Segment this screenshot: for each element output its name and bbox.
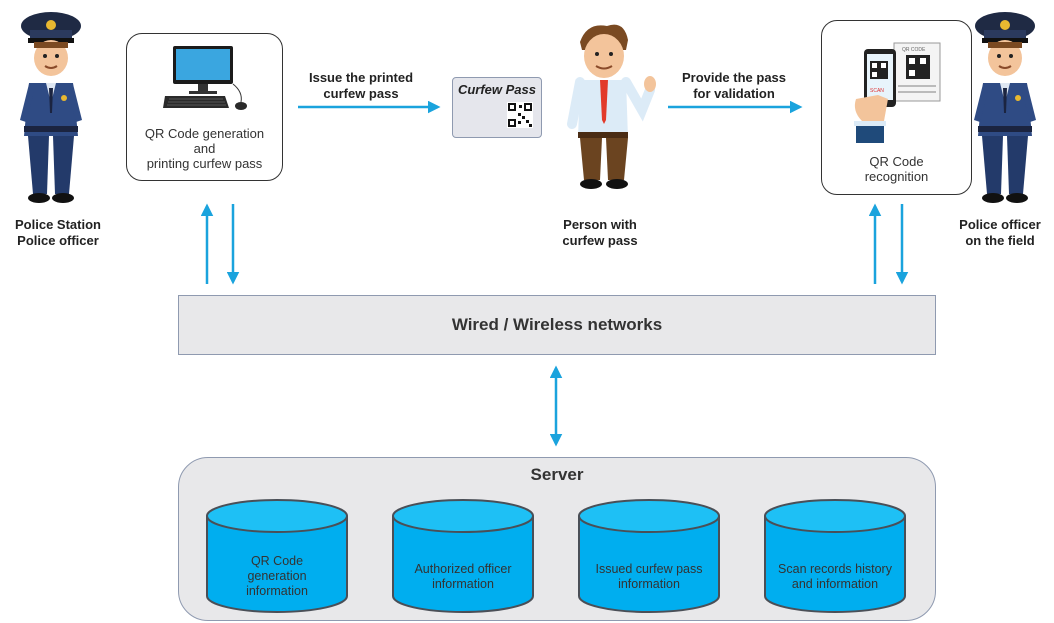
qr-box-line3: printing curfew pass xyxy=(146,156,263,171)
db1-line2: generation xyxy=(247,569,307,583)
field-officer-label: Police officer on the field xyxy=(946,217,1054,249)
phone-scan-icon: QR CODE SCAN xyxy=(854,42,941,143)
db1-line3: information xyxy=(246,584,308,598)
qr-code-icon xyxy=(507,102,533,128)
qr-recognition-box: QR CODE SCAN QR Code recognition xyxy=(821,20,972,195)
station-officer-label: Police Station Police officer xyxy=(0,217,116,249)
network-label: Wired / Wireless networks xyxy=(451,315,663,334)
db4-line2: and information xyxy=(791,577,879,591)
db3-line1: Issued curfew pass xyxy=(595,562,703,576)
database-scan-records: Scan records history and information xyxy=(763,498,907,614)
provide-line1: Provide the pass xyxy=(681,70,787,85)
db2-line1: Authorized officer xyxy=(414,562,512,576)
computer-icon xyxy=(163,46,247,110)
person-icon xyxy=(567,24,656,189)
issue-line1: Issue the printed xyxy=(308,70,414,85)
db1-line1: QR Code xyxy=(250,554,304,568)
police-officer-icon xyxy=(970,8,1040,208)
svg-text:QR CODE: QR CODE xyxy=(902,47,926,53)
database-icon xyxy=(763,498,907,614)
svg-text:SCAN: SCAN xyxy=(870,88,884,94)
database-issued-pass: Issued curfew pass information xyxy=(577,498,721,614)
curfew-pass-card: Curfew Pass xyxy=(452,77,542,138)
db3-line2: information xyxy=(618,577,680,591)
field-officer-line2: on the field xyxy=(965,233,1035,248)
qr-box-line1: QR Code generation xyxy=(144,126,265,141)
curfew-pass-title: Curfew Pass xyxy=(457,82,537,97)
station-officer-line2: Police officer xyxy=(17,233,99,248)
network-bar: Wired / Wireless networks xyxy=(178,295,936,355)
provide-arrow-label: Provide the pass for validation xyxy=(664,70,804,102)
station-officer-line1: Police Station xyxy=(15,217,101,232)
issue-arrow-label: Issue the printed curfew pass xyxy=(292,70,430,102)
database-authorized-officer: Authorized officer information xyxy=(391,498,535,614)
db2-line2: information xyxy=(432,577,494,591)
person-label: Person with curfew pass xyxy=(540,217,660,249)
provide-line2: for validation xyxy=(693,86,775,101)
server-panel: Server QR Code generation information Au… xyxy=(178,457,936,621)
db4-line1: Scan records history xyxy=(778,562,892,576)
scan-box-line2: recognition xyxy=(864,169,929,184)
person-line1: Person with xyxy=(563,217,637,232)
database-qr-generation: QR Code generation information xyxy=(205,498,349,614)
scan-box-line1: QR Code xyxy=(869,154,924,169)
database-icon xyxy=(577,498,721,614)
server-title: Server xyxy=(530,465,584,484)
field-officer-line1: Police officer xyxy=(959,217,1041,232)
qr-box-line2: and xyxy=(193,141,216,156)
person-line2: curfew pass xyxy=(562,233,638,248)
database-icon xyxy=(391,498,535,614)
issue-line2: curfew pass xyxy=(323,86,399,101)
qr-generation-box: QR Code generation and printing curfew p… xyxy=(126,33,283,181)
